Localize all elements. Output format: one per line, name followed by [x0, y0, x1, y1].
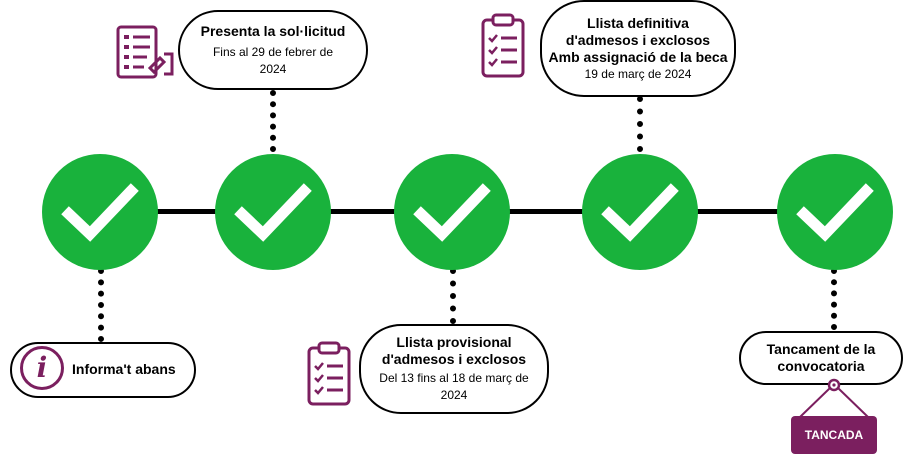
informat-title: Informa't abans	[72, 361, 176, 377]
check-icon	[796, 183, 874, 242]
step-informat-check	[42, 154, 158, 270]
info-icon: i	[20, 346, 64, 390]
tancament-title-line1: Tancament de la	[766, 341, 876, 357]
form-document-icon	[116, 25, 174, 79]
check-icon	[61, 183, 139, 242]
connector-presenta	[270, 90, 276, 152]
definitiva-date: 19 de març de 2024	[584, 66, 692, 81]
provisional-title-line2: d'admesos i exclosos	[381, 351, 527, 367]
step-provisional-check	[394, 154, 510, 270]
connector-tancament	[831, 268, 837, 330]
definitiva-label-box: Llista definitiva d'admesos i exclosos A…	[540, 0, 736, 97]
presenta-title: Presenta la sol·licitud	[200, 22, 346, 39]
clipboard-list-icon	[481, 13, 525, 78]
check-icon	[234, 183, 312, 242]
provisional-title-line1: Llista provisional	[396, 334, 512, 350]
step-definitiva-check	[582, 154, 698, 270]
definitiva-title-line1: Llista definitiva	[587, 14, 689, 31]
status-badge: TANCADA	[791, 416, 877, 454]
definitiva-title-line3: Amb assignació de la beca	[548, 48, 728, 65]
definitiva-title-line2: d'admesos i exclosos	[565, 31, 711, 48]
provisional-date: Del 13 fins al 18 de març de 2024	[379, 371, 529, 402]
connector-informat	[98, 268, 104, 342]
clipboard-list-icon	[307, 341, 351, 406]
informat-label-box: i Informa't abans	[10, 342, 196, 398]
presenta-date: Fins al 29 de febrer de 2024	[212, 44, 334, 76]
step-presenta-check	[215, 154, 331, 270]
tancament-title-line2: convocatoria	[777, 358, 865, 374]
connector-provisional	[450, 268, 456, 324]
presenta-label-box: Presenta la sol·licitud Fins al 29 de fe…	[178, 10, 368, 90]
step-tancament-check	[777, 154, 893, 270]
check-icon	[601, 183, 679, 242]
tancament-label-box: Tancament de la convocatoria	[739, 331, 903, 385]
provisional-label-box: Llista provisional d'admesos i exclosos …	[359, 324, 549, 414]
connector-definitiva	[637, 96, 643, 152]
hanging-sign-icon	[799, 378, 869, 418]
check-icon	[413, 183, 491, 242]
